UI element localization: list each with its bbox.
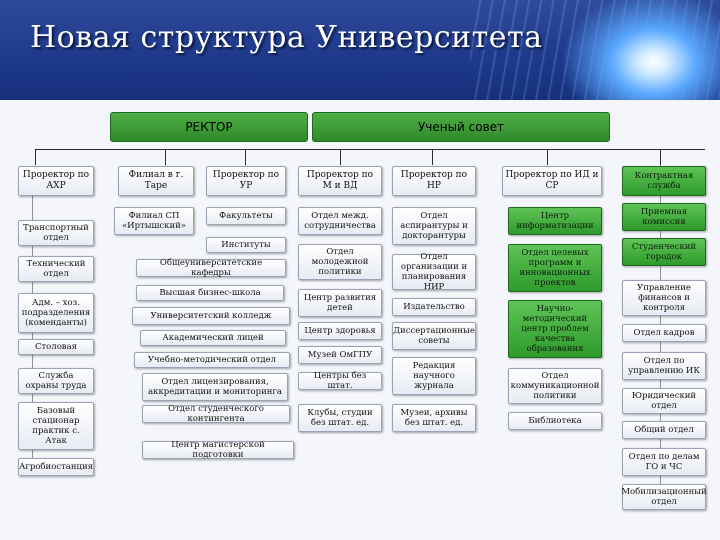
transport-dept-box: Транспортный отдел (18, 220, 94, 246)
light-glow-decoration (560, 0, 720, 100)
university-college-box: Университетский колледж (132, 307, 290, 325)
rector-box: РЕКТОР (110, 112, 308, 142)
quality-center-box: Научно-методический центр проблем качест… (508, 300, 602, 358)
student-campus-box: Студенческий городок (622, 238, 706, 266)
academic-council-box: Ученый совет (312, 112, 610, 142)
clubs-studios-box: Клубы, студии без штат. ед. (298, 404, 382, 432)
postgraduate-dept-box: Отдел аспирантуры и докторантуры (392, 207, 476, 245)
connector-col2 (165, 149, 166, 165)
general-departments-box: Общеуниверситетские кафедры (136, 258, 286, 278)
youth-policy-box: Отдел молодежной политики (298, 244, 382, 280)
property-management-box: Отдел по управлению ИК (622, 352, 706, 380)
academic-lyceum-box: Академический лицей (140, 330, 286, 346)
communication-policy-box: Отдел коммуникационной политики (508, 368, 602, 404)
finance-control-box: Управление финансов и контроля (622, 280, 706, 316)
canteen-box: Столовая (18, 339, 94, 355)
vice-rector-mvd-box: Проректор по М и ВД (298, 166, 382, 196)
legal-dept-box: Юридический отдел (622, 388, 706, 414)
practice-station-box: Базовый стационар практик с. Атак (18, 402, 94, 450)
connector-col1 (35, 149, 36, 165)
civil-defense-dept-box: Отдел по делам ГО и ЧС (622, 448, 706, 476)
business-school-box: Высшая бизнес-школа (136, 285, 284, 301)
student-contingent-dept-box: Отдел студенческого контингента (142, 404, 290, 424)
agrobiostation-box: Агробиостанция (18, 458, 94, 476)
child-development-center-box: Центр развития детей (298, 289, 382, 317)
connector-col3 (245, 149, 246, 165)
museums-archives-box: Музеи, архивы без штат. ед. (392, 404, 476, 432)
centers-box: Центры без штат. (298, 371, 382, 391)
health-center-box: Центр здоровья (298, 322, 382, 340)
target-programs-dept-box: Отдел целевых программ и инновационных п… (508, 244, 602, 292)
technical-dept-box: Технический отдел (18, 256, 94, 282)
masters-center-box: Центр магистерской подготовки (142, 440, 294, 460)
general-dept-box: Общий отдел (622, 421, 706, 439)
connector-col7-vertical (660, 149, 661, 489)
irtysh-branch-box: Филиал СП «Иртышский» (114, 207, 194, 235)
publishing-box: Издательство (392, 298, 476, 316)
tara-branch-box: Филиал в г. Таре (118, 166, 194, 196)
connector-col4 (340, 149, 341, 165)
institutes-box: Институты (206, 237, 286, 253)
licensing-dept-box: Отдел лицензирования, аккредитации и мон… (142, 373, 288, 401)
hr-dept-box: Отдел кадров (622, 324, 706, 342)
connector-col6 (547, 149, 548, 165)
page-title: Новая структура Университета (30, 20, 543, 55)
informatization-center-box: Центр информатизации (508, 207, 602, 235)
intl-cooperation-box: Отдел межд. сотрудничества (298, 207, 382, 235)
vice-rector-id-sr-box: Проректор по ИД и СР (502, 166, 602, 196)
mobilization-dept-box: Мобилизационный отдел (621, 484, 707, 510)
dissertation-councils-box: Диссертационные советы (392, 322, 476, 350)
journal-editorial-box: Редакция научного журнала (392, 357, 476, 395)
vice-rector-nr-box: Проректор по НР (392, 166, 476, 196)
contract-service-box: Контрактная служба (622, 166, 706, 196)
slide-header: Новая структура Университета (0, 0, 720, 100)
faculties-box: Факультеты (206, 207, 286, 225)
research-planning-dept-box: Отдел организации и планирования НИР (392, 252, 476, 292)
admin-units-box: Адм. – хоз. подразделения (коменданты) (18, 293, 94, 333)
museum-box: Музей ОмГПУ (298, 346, 382, 364)
labor-safety-box: Служба охраны труда (18, 368, 94, 394)
vice-rector-ahr-box: Проректор по АХР (18, 166, 94, 196)
admissions-committee-box: Приемная комиссия (622, 203, 706, 231)
library-box: Библиотека (508, 412, 602, 430)
main-connector-line (35, 149, 705, 150)
connector-col5 (432, 149, 433, 165)
vice-rector-ur-box: Проректор по УР (206, 166, 286, 196)
methodical-dept-box: Учебно-методический отдел (134, 352, 290, 368)
